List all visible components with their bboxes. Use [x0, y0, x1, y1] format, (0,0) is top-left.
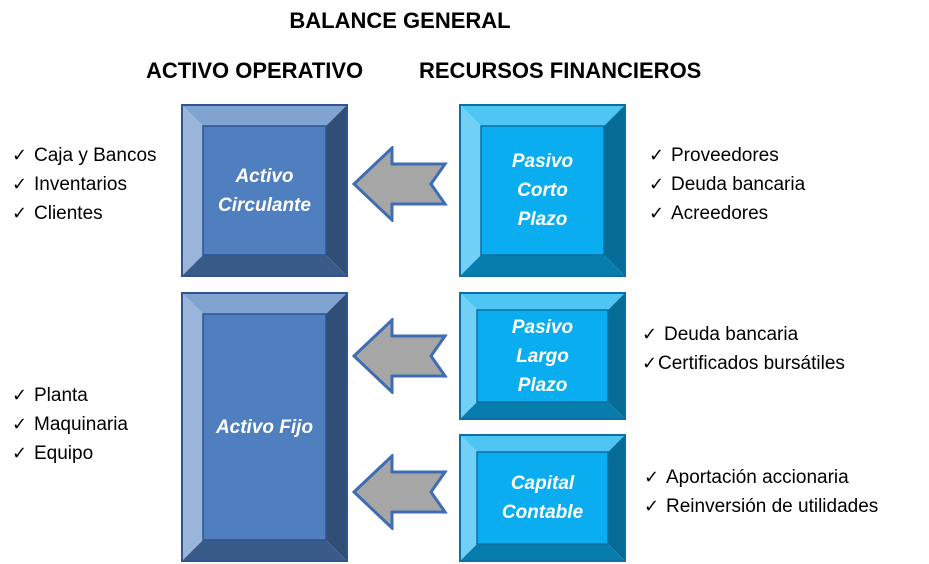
list-item: ✓Certificados bursátiles	[642, 349, 845, 378]
bevel-left	[459, 434, 477, 562]
bevel-top	[181, 292, 348, 314]
bevel-left	[181, 104, 203, 277]
box-bevel-shape	[181, 104, 348, 277]
bevel-right	[608, 434, 626, 562]
bevel-outline	[181, 104, 348, 277]
list-item: ✓Deuda bancaria	[642, 320, 845, 349]
list-item: ✓Reinversión de utilidades	[644, 492, 878, 521]
box-bevel-shape	[459, 434, 626, 562]
box-bevel-shape	[181, 292, 348, 562]
check-mark-icon: ✓	[649, 203, 665, 224]
bevel-face	[476, 309, 609, 403]
list-item: ✓Proveedores	[649, 141, 805, 170]
list-item: ✓Equipo	[12, 439, 128, 468]
check-mark-icon: ✓	[644, 496, 660, 517]
box-activo-fijo: Activo Fijo	[181, 292, 348, 562]
check-mark-icon: ✓	[12, 443, 28, 464]
check-mark-icon: ✓	[12, 203, 28, 224]
check-mark-icon: ✓	[12, 145, 28, 166]
bevel-outline	[459, 292, 626, 420]
bevel-outline	[459, 104, 626, 277]
bevel-left	[459, 292, 477, 420]
left-arrow-icon	[352, 146, 448, 222]
heading-recursos-financieros: RECURSOS FINANCIEROS	[419, 58, 702, 83]
list-capital-contable: ✓Aportación accionaria ✓Reinversión de u…	[644, 463, 878, 521]
check-mark-icon: ✓	[649, 145, 665, 166]
check-mark-icon: ✓	[12, 174, 28, 195]
bevel-right	[608, 292, 626, 420]
list-item: ✓Maquinaria	[12, 410, 128, 439]
bevel-right	[326, 292, 348, 562]
box-label-line: Plazo	[517, 374, 568, 396]
box-label-line: Circulante	[218, 194, 311, 216]
bevel-top	[459, 104, 626, 126]
bevel-outline	[459, 434, 626, 562]
box-bevel-shape	[459, 104, 626, 277]
bevel-top	[181, 104, 348, 126]
list-item: ✓Inventarios	[12, 170, 157, 199]
list-item: ✓Caja y Bancos	[12, 141, 157, 170]
box-label-line: Activo	[235, 165, 294, 187]
box-label-line: Pasivo	[511, 316, 574, 338]
check-mark-icon: ✓	[642, 324, 658, 345]
bevel-face	[476, 451, 609, 545]
list-pasivo-largo-plazo: ✓Deuda bancaria ✓Certificados bursátiles	[642, 320, 845, 378]
box-label-line: Capital	[510, 473, 575, 494]
bevel-bottom	[181, 255, 348, 277]
bevel-outline	[181, 292, 348, 562]
box-label-line: Pasivo	[511, 151, 574, 172]
list-activo-circulante: ✓Caja y Bancos ✓Inventarios ✓Clientes	[12, 141, 157, 228]
left-arrow-icon	[352, 318, 448, 394]
bevel-top	[459, 292, 626, 310]
list-item: ✓Planta	[12, 381, 128, 410]
list-activo-fijo: ✓Planta ✓Maquinaria ✓Equipo	[12, 381, 128, 468]
check-mark-icon: ✓	[642, 353, 658, 374]
left-arrow-icon	[352, 454, 448, 530]
check-mark-icon: ✓	[649, 174, 665, 195]
bevel-right	[326, 104, 348, 277]
bevel-bottom	[181, 540, 348, 562]
box-label-line: Corto	[517, 180, 568, 201]
check-mark-icon: ✓	[644, 467, 660, 488]
heading-activo-operativo: ACTIVO OPERATIVO	[146, 58, 364, 83]
list-item: ✓Aportación accionaria	[644, 463, 878, 492]
box-label-line: Plazo	[517, 209, 568, 230]
bevel-face	[202, 313, 327, 541]
bevel-top	[459, 434, 626, 452]
bevel-face	[480, 125, 605, 256]
bevel-right	[604, 104, 626, 277]
bevel-bottom	[459, 544, 626, 562]
box-capital-contable: Capital Contable	[459, 434, 626, 562]
bevel-face	[202, 125, 327, 256]
box-pasivo-largo-plazo: Pasivo Largo Plazo	[459, 292, 626, 420]
box-bevel-shape	[459, 292, 626, 420]
box-label-line: Contable	[501, 502, 584, 523]
page-title: BALANCE GENERAL	[289, 8, 511, 33]
box-pasivo-corto-plazo: Pasivo Corto Plazo	[459, 104, 626, 277]
check-mark-icon: ✓	[12, 385, 28, 406]
box-label-line: Largo	[516, 345, 569, 367]
list-item: ✓Deuda bancaria	[649, 170, 805, 199]
box-activo-circulante: Activo Circulante	[181, 104, 348, 277]
check-mark-icon: ✓	[12, 414, 28, 435]
bevel-bottom	[459, 402, 626, 420]
bevel-left	[459, 104, 481, 277]
list-item: ✓Clientes	[12, 199, 157, 228]
list-pasivo-corto-plazo: ✓Proveedores ✓Deuda bancaria ✓Acreedores	[649, 141, 805, 228]
bevel-bottom	[459, 255, 626, 277]
box-label-line: Activo Fijo	[215, 416, 314, 438]
bevel-left	[181, 292, 203, 562]
list-item: ✓Acreedores	[649, 199, 805, 228]
